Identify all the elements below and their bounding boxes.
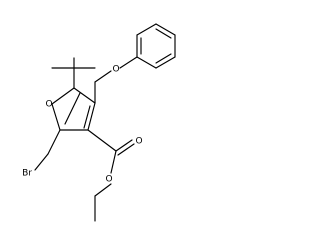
bond-ethyl-1 <box>94 183 112 197</box>
bond-ring-c2-c5-double <box>64 92 81 125</box>
ether-oxygen-label: O <box>112 65 119 75</box>
bond-ester-carbonyl <box>115 139 133 152</box>
ester-oxygen-label: O <box>105 175 112 185</box>
bond-ring-c4-c3-double <box>83 105 91 129</box>
bond-group <box>34 23 176 222</box>
bond-ester-alkoxy <box>110 150 117 174</box>
furan-oxygen-label: O <box>45 100 52 110</box>
bond-ester-carbonyl-double <box>117 143 135 156</box>
bond-ch2-br <box>34 153 49 171</box>
bond-ph-2 <box>136 23 157 36</box>
bond-ring-c4-c3 <box>87 102 96 131</box>
bond-ph-5 <box>155 56 176 69</box>
bond-ring-ch2br <box>47 129 61 155</box>
bond-ring-c5-o1 <box>51 87 75 105</box>
carbonyl-oxygen-label: O <box>135 137 142 147</box>
bromine-label: Br <box>22 169 32 179</box>
bond-ring-c2-o1 <box>51 103 61 131</box>
bond-ph-double-2 <box>155 28 172 39</box>
bond-ring-c5-c4 <box>73 87 96 104</box>
bond-ph-double-3 <box>155 53 172 64</box>
chemical-structure-diagram: O O O O Br <box>22 23 176 222</box>
bond-o-ph <box>119 56 138 69</box>
bond-ring-ester-c <box>87 129 117 152</box>
bond-ph-6 <box>136 56 157 69</box>
atom-label-group: O O O O Br <box>22 65 142 185</box>
bond-ph-3 <box>155 23 176 36</box>
bond-ch2-o <box>94 70 112 83</box>
